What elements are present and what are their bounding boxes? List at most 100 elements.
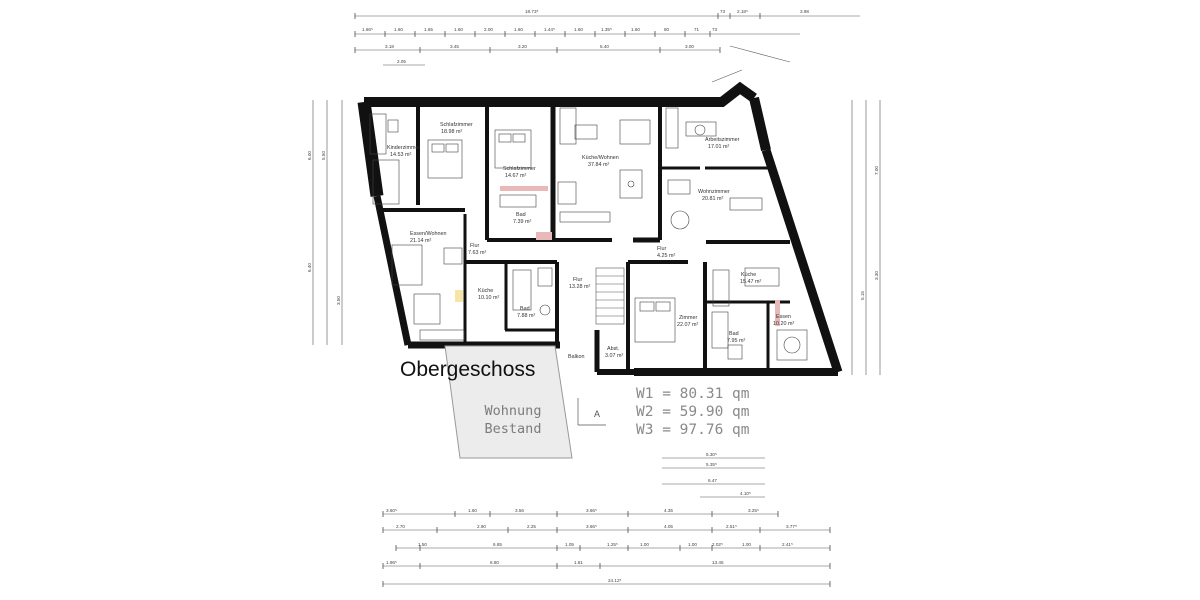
dim-bottom4-2: 1.81 bbox=[574, 560, 583, 565]
dimension-labels-top: 18.73⁵ 73 2.18⁵ 3.98 1.66⁵ 1.60 1.65 1.6… bbox=[362, 9, 809, 64]
dim-bottom2-5: 2.51⁵ bbox=[726, 524, 737, 529]
summary-w2: W2 = 59.90 qm bbox=[636, 404, 750, 420]
dim-left-1: 5.50 bbox=[321, 151, 326, 160]
room-essen-wohnen-name: Essen/Wohnen bbox=[410, 231, 446, 237]
dim-top2-4: 2.00 bbox=[484, 27, 493, 32]
room-flur3-name: Flur bbox=[573, 277, 582, 283]
room-essen-name: Essen bbox=[776, 314, 791, 320]
dim-bottom1-4: 4.35 bbox=[664, 508, 673, 513]
dim-bottom3-8: 2.41⁵ bbox=[782, 542, 793, 547]
room-flur1-name: Flur bbox=[470, 243, 479, 249]
room-kinderzimmer-area: 14.53 m² bbox=[390, 152, 411, 158]
dimension-labels-sides: 6.00 5.50 6.40 3.50 7.00 3.30 5.15 bbox=[307, 151, 879, 305]
area-summary: W1 = 80.31 qm W2 = 59.90 qm W3 = 97.76 q… bbox=[636, 385, 750, 439]
dim-right-0: 7.00 bbox=[874, 166, 879, 175]
dim-bottom0-3: 4.10⁵ bbox=[740, 491, 751, 496]
room-flur2-name: Flur bbox=[657, 246, 666, 252]
dim-bottom2-2: 2.25 bbox=[527, 524, 536, 529]
dim-top3-3: 5.40 bbox=[600, 44, 609, 49]
dim-bottom4-3: 13.45 bbox=[712, 560, 724, 565]
stairs bbox=[595, 267, 625, 325]
room-bad1-area: 7.39 m² bbox=[513, 219, 531, 225]
dim-bottom1-5: 3.25⁵ bbox=[748, 508, 759, 513]
dim-bottom3-7: 1.00 bbox=[742, 542, 751, 547]
dim-top2-7: 1.60 bbox=[574, 27, 583, 32]
dim-left-3: 3.50 bbox=[336, 296, 341, 305]
room-schlafzimmer1-name: Schlafzimmer bbox=[440, 122, 473, 128]
dim-bottom2-6: 3.77⁵ bbox=[786, 524, 797, 529]
room-kueche1-area: 10.10 m² bbox=[478, 295, 499, 301]
room-essen-wohnen-area: 21.14 m² bbox=[410, 238, 431, 244]
room-zimmer-name: Zimmer bbox=[679, 315, 697, 321]
dim-left-2: 6.40 bbox=[307, 263, 312, 272]
room-arbeitszimmer-area: 17.01 m² bbox=[708, 144, 729, 150]
room-kinderzimmer-name: Kinderzimmer bbox=[387, 145, 420, 151]
dim-top3-1: 3.45 bbox=[450, 44, 459, 49]
dimension-ticks-bottom bbox=[382, 511, 831, 587]
room-schlafzimmer1-area: 18.98 m² bbox=[441, 129, 462, 135]
dim-top1-0: 18.73⁵ bbox=[525, 9, 538, 14]
room-bad2-area: 7.88 m² bbox=[517, 313, 535, 319]
dim-bottom3-3: 1.25⁵ bbox=[607, 542, 618, 547]
room-schlafzimmer2-name: Schlafzimmer bbox=[503, 166, 536, 172]
dim-bottom2-3: 3.66⁵ bbox=[586, 524, 597, 529]
dim-bottom2-4: 4.05 bbox=[664, 524, 673, 529]
dim-top2-11: 71 bbox=[694, 27, 700, 32]
dim-bottom1-3: 3.66⁵ bbox=[586, 508, 597, 513]
dim-right-2: 5.15 bbox=[860, 291, 865, 300]
room-bad3-area: 7.95 m² bbox=[727, 338, 745, 344]
dim-bottom3-2: 1.05 bbox=[565, 542, 574, 547]
dim-bottom4-0: 1.96⁵ bbox=[386, 560, 397, 565]
dim-bottom2-0: 2.70 bbox=[396, 524, 405, 529]
dim-bottom3-6: 2.02⁵ bbox=[712, 542, 723, 547]
room-balkon-name: Balkon bbox=[568, 354, 584, 360]
dim-top2-9: 1.60 bbox=[631, 27, 640, 32]
dim-bottom0-1: 5.35⁵ bbox=[706, 462, 717, 467]
dim-top1-2: 2.18⁵ bbox=[737, 9, 748, 14]
room-flur2-area: 4.25 m² bbox=[657, 253, 675, 259]
dim-top3-2: 3.20 bbox=[518, 44, 527, 49]
room-arbeitszimmer-name: Arbeitszimmer bbox=[705, 137, 740, 143]
dim-top1-3: 3.98 bbox=[800, 9, 809, 14]
section-marker: A bbox=[594, 409, 601, 419]
dim-bottom3-5: 1.00 bbox=[688, 542, 697, 547]
room-essen-area: 10.20 m² bbox=[773, 321, 794, 327]
dim-top2-8: 1.35⁵ bbox=[601, 27, 612, 32]
dimension-labels-bottom: 5.30⁵ 5.35⁵ 6.47 4.10⁵ 3.60⁵ 1.60 3.56 3… bbox=[386, 452, 797, 583]
room-flur3-area: 13.28 m² bbox=[569, 284, 590, 290]
dimension-chains-bottom bbox=[383, 457, 830, 585]
dim-bottom3-0: 1.50 bbox=[418, 542, 427, 547]
dim-top2-5: 1.60 bbox=[514, 27, 523, 32]
dim-top2-2: 1.65 bbox=[424, 27, 433, 32]
bestand-line1: Wohnung bbox=[484, 403, 542, 419]
room-kueche2-name: Küche bbox=[741, 272, 756, 278]
dim-top2-3: 1.60 bbox=[454, 27, 463, 32]
room-wohnzimmer-name: Wohnzimmer bbox=[698, 189, 730, 195]
dim-bottom0-2: 6.47 bbox=[708, 478, 717, 483]
section-arrow bbox=[577, 398, 606, 426]
dim-bottom0-0: 5.30⁵ bbox=[706, 452, 717, 457]
room-schlafzimmer2-area: 14.67 m² bbox=[505, 173, 526, 179]
room-kueche-wohnen-area: 37.84 m² bbox=[588, 162, 609, 168]
dim-top3-0: 3.18 bbox=[385, 44, 394, 49]
dim-bottom1-1: 1.60 bbox=[468, 508, 477, 513]
walls bbox=[357, 81, 843, 376]
room-wohnzimmer-area: 20.81 m² bbox=[702, 196, 723, 202]
summary-w1: W1 = 80.31 qm bbox=[636, 386, 750, 402]
room-kueche2-area: 15.47 m² bbox=[740, 279, 761, 285]
dimension-chains-top bbox=[355, 15, 860, 83]
dim-bottom3-1: 6.85 bbox=[493, 542, 502, 547]
room-kueche-wohnen-name: Küche/Wohnen bbox=[582, 155, 619, 161]
bestand-label: Wohnung Bestand bbox=[468, 402, 558, 438]
dim-top2-1: 1.60 bbox=[394, 27, 403, 32]
dim-bottom5-0: 24.12⁵ bbox=[608, 578, 621, 583]
room-abst-area: 3.07 m² bbox=[605, 353, 623, 359]
dim-top1-1: 73 bbox=[720, 9, 726, 14]
room-bad3-name: Bad bbox=[729, 331, 739, 337]
dim-top2-10: 80 bbox=[664, 27, 670, 32]
dim-top2-6: 1.44⁵ bbox=[544, 27, 555, 32]
room-abst-name: Abst. bbox=[607, 346, 619, 352]
room-bad2-name: Bad bbox=[520, 306, 530, 312]
dim-bottom1-2: 3.56 bbox=[515, 508, 524, 513]
